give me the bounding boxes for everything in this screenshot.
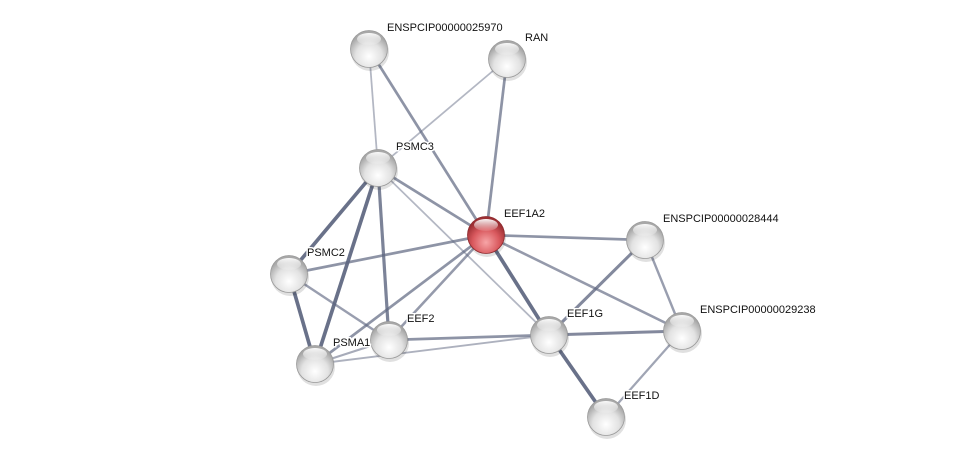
node-label: EEF1G — [567, 308, 603, 320]
node-eef1d[interactable]: EEF1D — [587, 389, 661, 439]
node-label: ENSPCIP00000028444 — [663, 213, 779, 225]
edge-eef1a2-enspcip00000029238[interactable] — [485, 233, 683, 333]
edge-eef2-eef1g[interactable] — [388, 333, 550, 342]
edge-psma1-eef1g[interactable] — [314, 334, 550, 365]
node-label: ENSPCIP00000029238 — [700, 304, 816, 316]
edge-eef1a2-enspcip00000028444[interactable] — [485, 233, 646, 242]
node-highlight — [670, 315, 694, 327]
node-ran[interactable]: RAN — [488, 31, 550, 81]
node-highlight — [357, 33, 381, 45]
node-label: EEF2 — [407, 313, 435, 325]
node-label: ENSPCIP00000025970 — [387, 22, 503, 34]
edge-eef1a2-eef1g[interactable] — [484, 234, 551, 336]
node-eef1g[interactable]: EEF1G — [530, 307, 605, 357]
node-label: PSMC2 — [307, 247, 345, 259]
edge-psmc2-eef1a2[interactable] — [288, 233, 487, 276]
node-highlight — [633, 224, 657, 236]
node-psmc2[interactable]: PSMC2 — [270, 246, 346, 296]
edge-eef1a2-psma1[interactable] — [314, 233, 487, 366]
node-psma1[interactable]: PSMA1 — [296, 336, 372, 386]
node-label: EEF1D — [624, 390, 660, 402]
node-label: RAN — [525, 32, 548, 44]
node-eef2[interactable]: EEF2 — [370, 312, 436, 362]
edge-psmc3-psma1[interactable] — [313, 167, 380, 365]
node-highlight — [474, 219, 498, 231]
edge-psmc3-psmc2[interactable] — [287, 166, 380, 276]
node-enspcip00000025970[interactable]: ENSPCIP00000025970 — [350, 21, 504, 71]
edge-eef1a2-eef2[interactable] — [388, 234, 487, 341]
node-highlight — [537, 319, 561, 331]
node-enspcip00000028444[interactable]: ENSPCIP00000028444 — [626, 212, 780, 262]
node-highlight — [277, 258, 301, 270]
node-highlight — [594, 401, 618, 413]
edge-psmc3-eef1a2[interactable] — [377, 166, 487, 237]
edge-psmc2-eef2[interactable] — [288, 272, 390, 342]
node-highlight — [495, 43, 519, 55]
edge-eef1g-enspcip00000028444[interactable] — [547, 238, 647, 337]
node-enspcip00000029238[interactable]: ENSPCIP00000029238 — [663, 303, 817, 353]
edge-enspcip00000025970-eef1a2[interactable] — [367, 48, 488, 236]
node-label: EEF1A2 — [504, 208, 545, 220]
node-highlight — [303, 348, 327, 360]
edge-ran-psmc3[interactable] — [377, 58, 508, 169]
edge-enspcip00000025970-psmc3[interactable] — [368, 48, 379, 169]
edge-eef1g-enspcip00000029238[interactable] — [548, 329, 683, 337]
node-label: PSMC3 — [396, 141, 434, 153]
node-label: PSMA1 — [333, 337, 370, 349]
node-highlight — [377, 324, 401, 336]
node-highlight — [366, 152, 390, 164]
node-eef1a2[interactable]: EEF1A2 — [467, 207, 546, 257]
edge-ran-eef1a2[interactable] — [484, 58, 509, 236]
node-psmc3[interactable]: PSMC3 — [359, 140, 435, 190]
edge-enspcip00000029238-eef1d[interactable] — [605, 330, 683, 418]
